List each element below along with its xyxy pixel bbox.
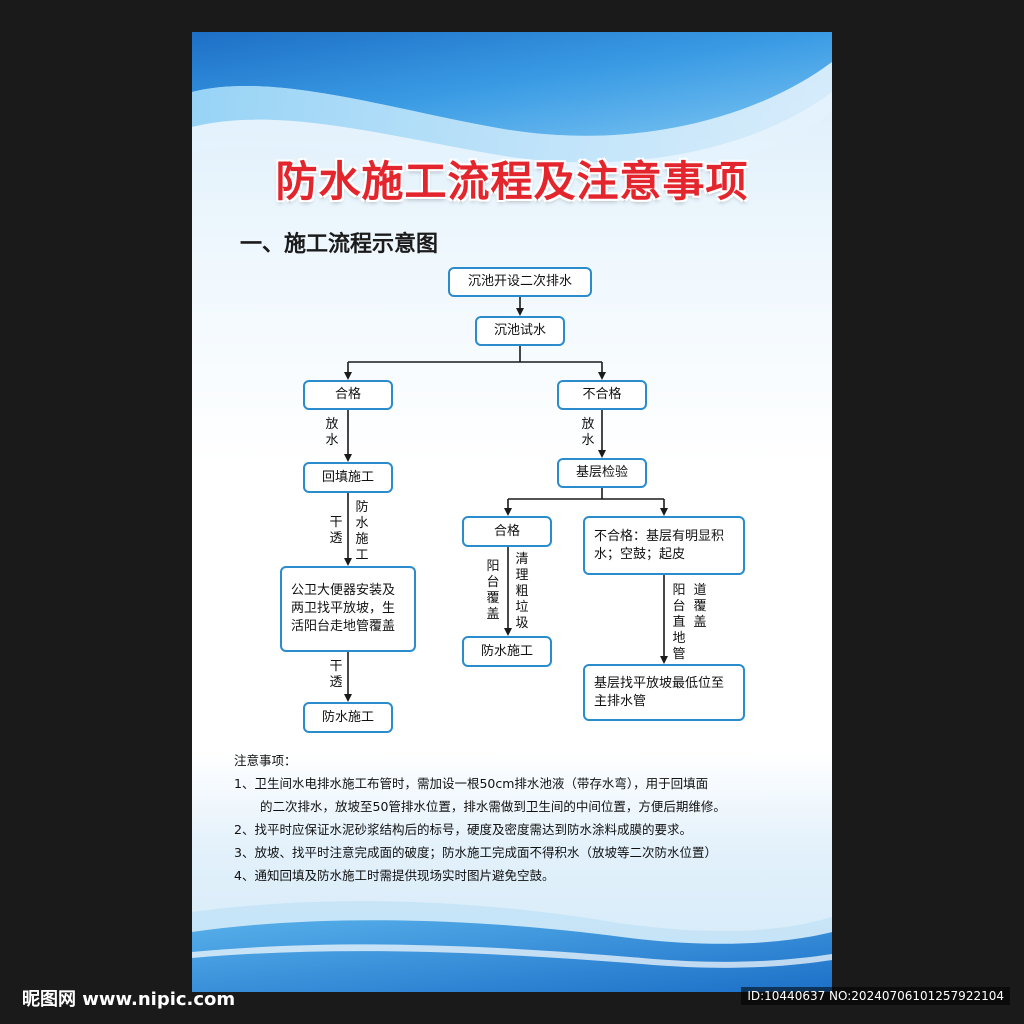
label-road-cover: 道覆盖 [693, 583, 707, 630]
watermark-site-logo: 昵图网 www.nipic.com [22, 989, 236, 1010]
flowchart-connectors [344, 295, 668, 702]
flow-node-left-final: 防水施工 [303, 702, 393, 733]
flow-node-toilet-install: 公卫大便器安装及两卫找平放坡，生活阳台走地管覆盖 [280, 566, 416, 652]
notes-heading: 注意事项： [234, 753, 297, 768]
flow-node-middle-final: 防水施工 [462, 636, 552, 667]
flow-node-start: 沉池开设二次排水 [448, 267, 592, 297]
notes-section: 注意事项： 1、卫生间水电排水施工布管时，需加设一根50cm排水池液（带存水弯）… [234, 749, 814, 887]
bottom-wave-decoration [192, 901, 832, 992]
flow-node-sub-pass: 合格 [462, 516, 552, 547]
label-dry-1: 干透 [329, 515, 343, 546]
note-item-4: 4、通知回填及防水施工时需提供现场实时图片避免空鼓。 [234, 868, 555, 883]
note-item-1: 1、卫生间水电排水施工布管时，需加设一根50cm排水池液（带存水弯），用于回填面 [234, 776, 709, 791]
label-balcony-direct: 阳台直地管 [672, 583, 686, 662]
watermark-id: ID:10440637 NO:20240706101257922104 [741, 987, 1010, 1005]
flow-node-base-check: 基层检验 [557, 458, 647, 488]
flow-node-sub-fail: 不合格：基层有明显积水；空鼓；起皮 [583, 516, 745, 575]
poster: 防水施工流程及注意事项 一、施工流程示意图 沉池开设二次排水 沉池试水 [192, 32, 832, 992]
label-waterproof: 防水施工 [355, 500, 369, 563]
flow-node-pass: 合格 [303, 380, 393, 410]
label-drain-right: 放水 [581, 417, 595, 448]
label-balcony-cover: 阳台覆盖 [486, 559, 500, 622]
flow-node-right-final: 基层找平放坡最低位至主排水管 [583, 664, 745, 721]
label-dry-2: 干透 [329, 659, 343, 690]
note-item-2: 2、找平时应保证水泥砂浆结构后的标号，硬度及密度需达到防水涂料成膜的要求。 [234, 822, 692, 837]
section-title: 一、施工流程示意图 [240, 232, 439, 257]
flow-node-backfill: 回填施工 [303, 462, 393, 493]
note-item-1-continued: 的二次排水，放坡至50管排水位置，排水需做到卫生间的中间位置，方便后期维修。 [260, 799, 726, 814]
poster-title: 防水施工流程及注意事项 [275, 157, 749, 206]
label-drain-left: 放水 [325, 417, 339, 448]
note-item-3: 3、放坡、找平时注意完成面的破度；防水施工完成面不得积水（放坡等二次防水位置） [234, 845, 717, 860]
flow-node-fail: 不合格 [557, 380, 647, 410]
top-wave-decoration [192, 32, 832, 184]
label-clean-garbage: 清理粗垃圾 [515, 552, 529, 631]
flow-node-water-test: 沉池试水 [475, 316, 565, 346]
